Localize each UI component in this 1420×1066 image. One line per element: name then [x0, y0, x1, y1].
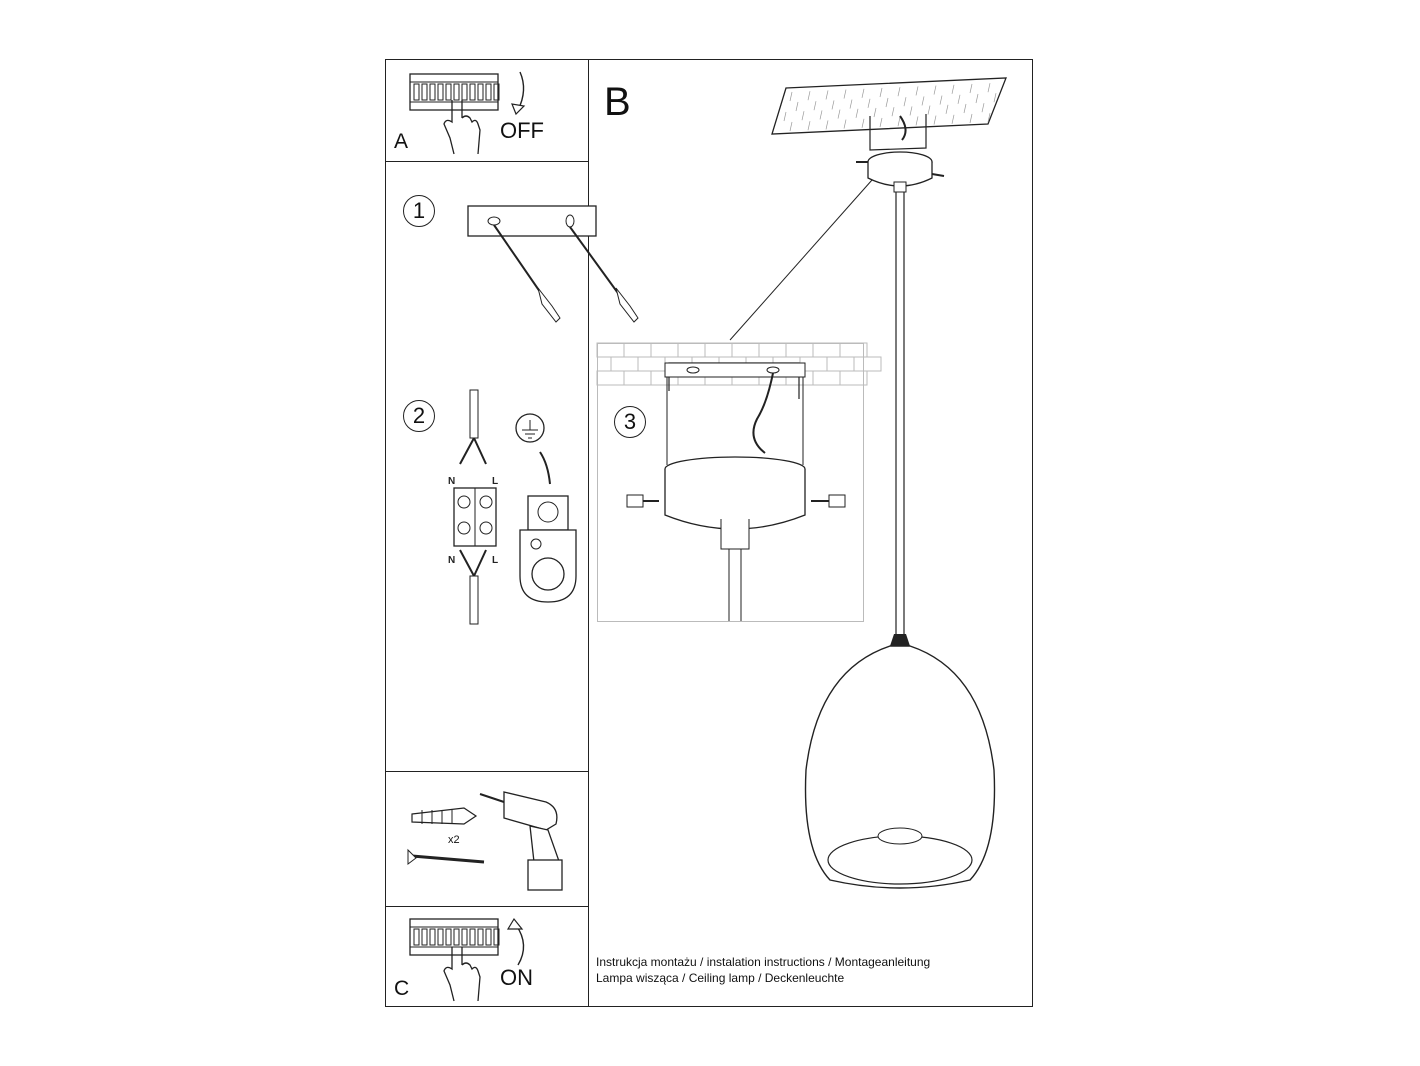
- screw-icon: [493, 224, 639, 323]
- panel-c-letter: C: [394, 977, 410, 1000]
- terminal-block-icon: N L N L: [448, 389, 577, 625]
- ceiling-plate-icon: [467, 205, 639, 323]
- breaker-switch-icon: [409, 73, 500, 111]
- instruction-sheet: [385, 59, 1033, 1007]
- quantity-label: x2: [448, 834, 460, 846]
- ground-symbol-icon: [515, 413, 545, 443]
- panel-c-power-on: C ON: [385, 906, 589, 1007]
- panel-b-letter: B: [604, 80, 631, 124]
- step-3-detail: [596, 342, 882, 622]
- live-top-label: L: [492, 476, 498, 487]
- off-label: OFF: [500, 118, 544, 143]
- neutral-top-label: N: [448, 476, 455, 487]
- panel-a-power-off: A OFF: [385, 59, 589, 162]
- column-divider: [588, 59, 589, 1007]
- panel-tools: x2: [385, 771, 589, 908]
- caption-line-1: Instrukcja montażu / instalation instruc…: [596, 955, 931, 969]
- step-2-badge: 2: [403, 400, 435, 432]
- caption-line-2: Lampa wisząca / Ceiling lamp / Deckenleu…: [596, 971, 845, 985]
- hand-icon: [443, 947, 481, 1002]
- arrow-down-icon: [511, 71, 526, 116]
- panel-a-letter: A: [394, 130, 409, 153]
- wall-plug-icon: [407, 807, 485, 865]
- hand-icon: [443, 100, 481, 155]
- on-label: ON: [500, 965, 533, 990]
- breaker-switch-icon: [409, 918, 500, 956]
- drill-icon: [479, 791, 563, 891]
- screw-icon: [626, 494, 846, 508]
- neutral-bottom-label: N: [448, 555, 455, 566]
- step-1-badge: 1: [403, 195, 435, 227]
- live-bottom-label: L: [492, 555, 498, 566]
- pendant-lamp-icon: [729, 77, 1007, 889]
- arrow-up-icon: [506, 917, 525, 966]
- step-3-badge: 3: [614, 406, 646, 438]
